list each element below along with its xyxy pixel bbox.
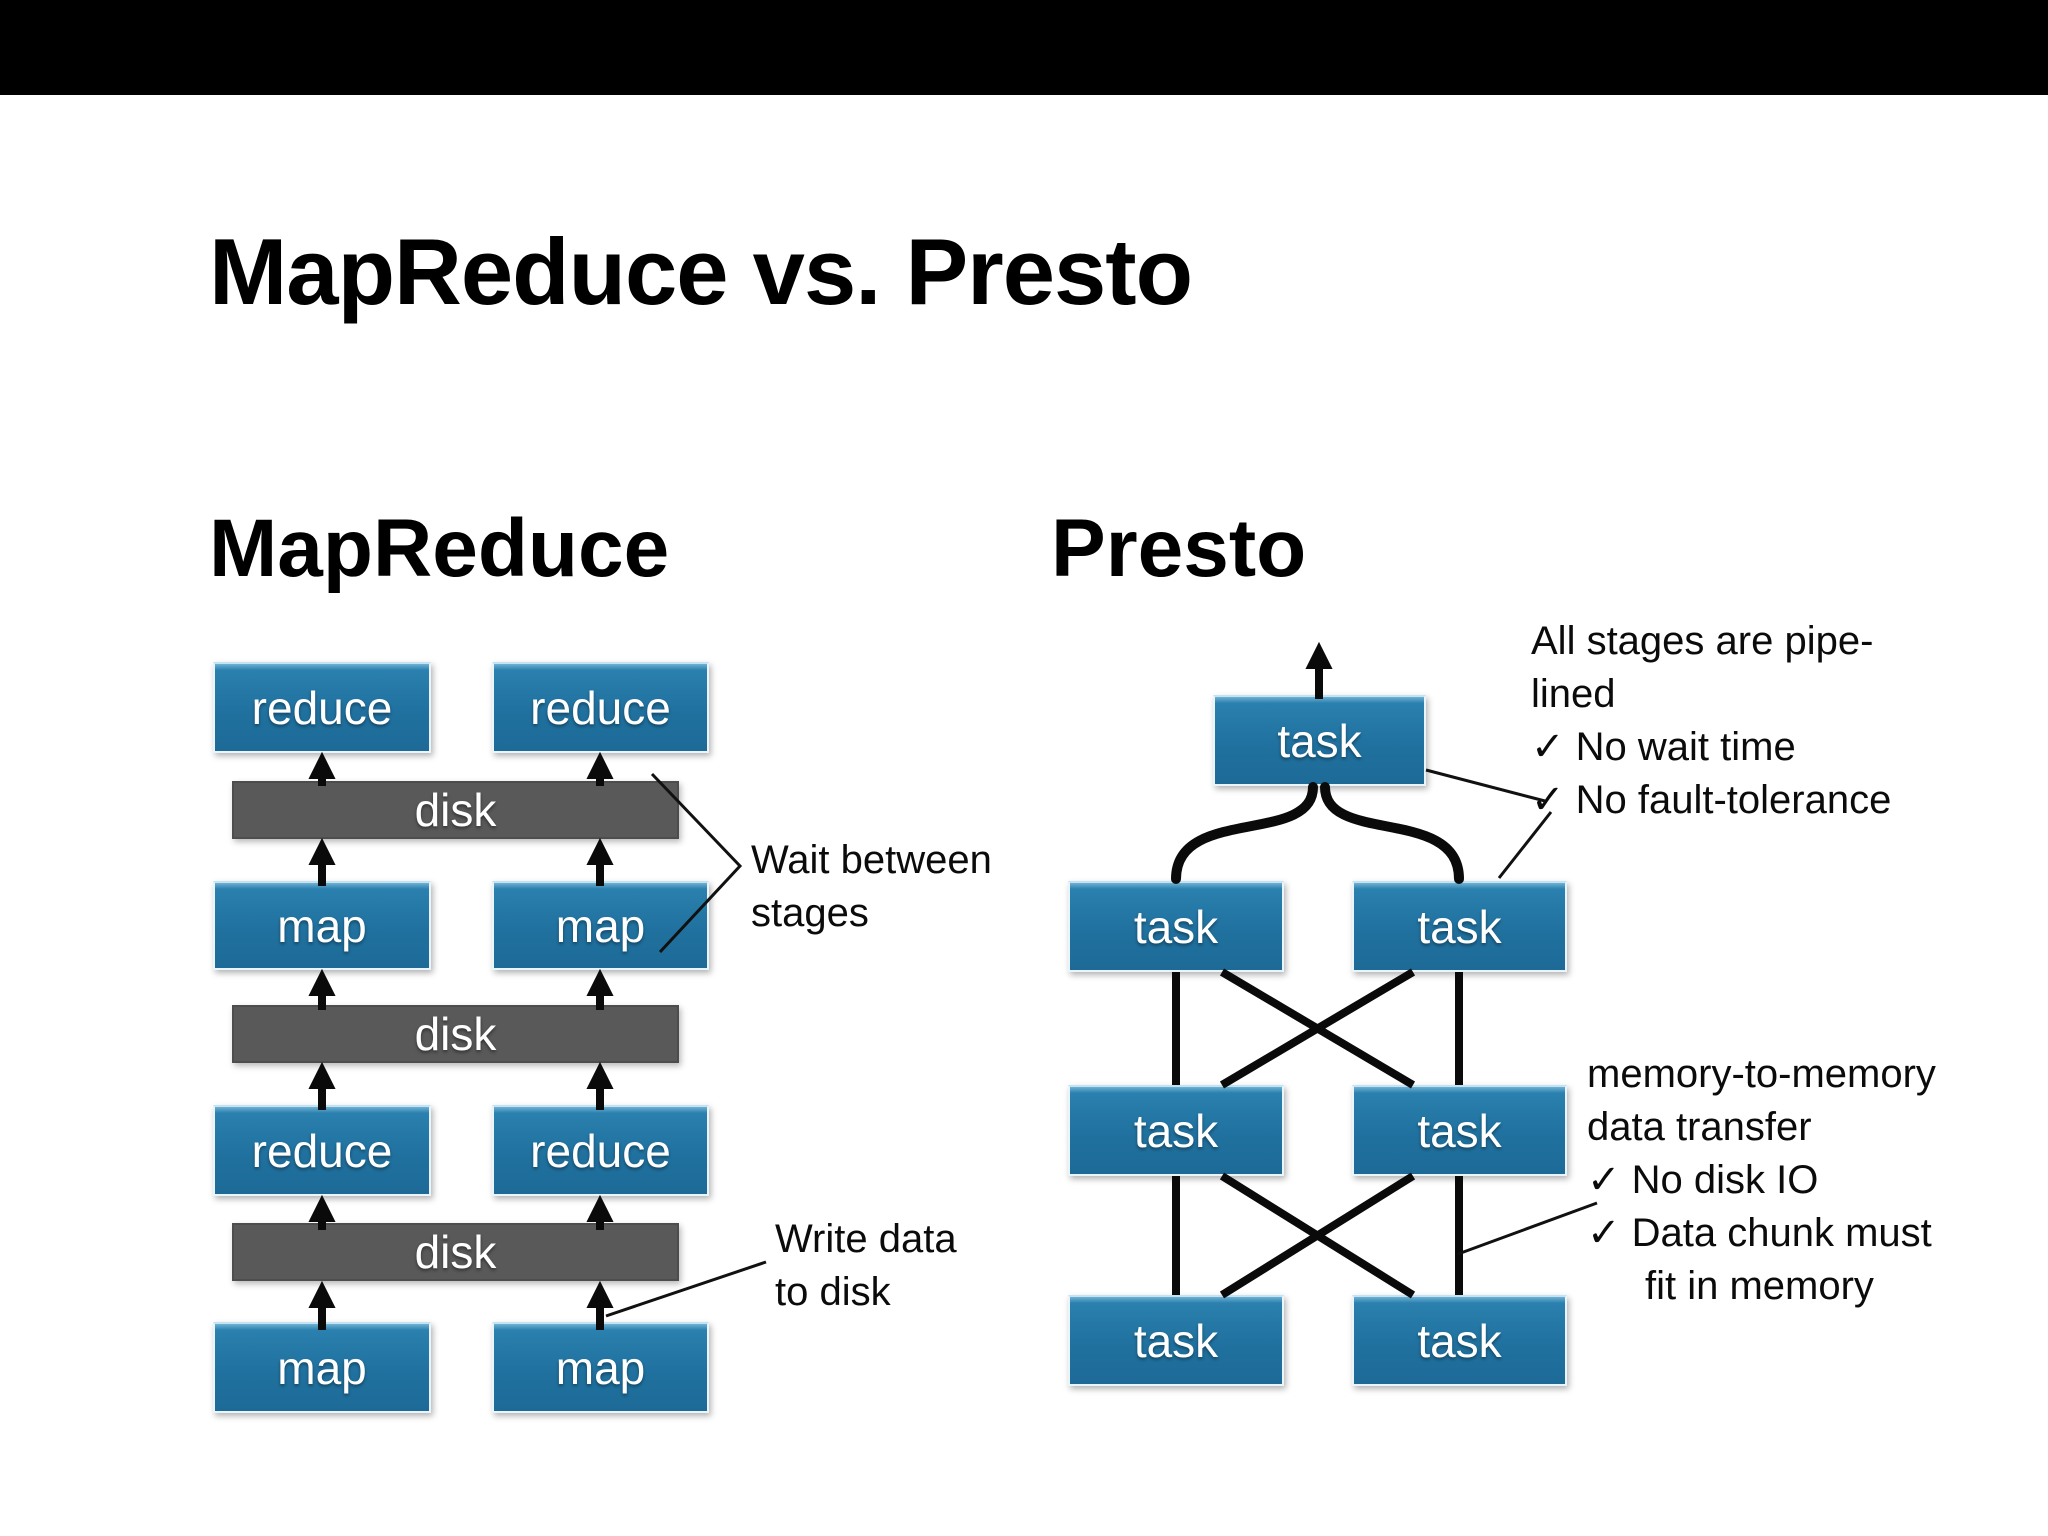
task-box: task (1068, 1085, 1284, 1176)
write-data-to-disk-note: Write data to disk (775, 1217, 957, 1314)
reduce-box: reduce (492, 662, 709, 753)
task-box: task (1352, 1085, 1567, 1176)
map-box: map (492, 1322, 709, 1413)
task-box: task (1352, 881, 1567, 972)
map-box: map (213, 881, 431, 970)
mapreduce-heading: MapReduce (209, 503, 670, 594)
reduce-box: reduce (213, 1105, 431, 1196)
memory-transfer-note: memory-to-memory data transfer ✓ No disk… (1587, 1052, 1936, 1308)
task-box: task (1352, 1295, 1567, 1386)
task-box: task (1068, 881, 1284, 972)
pipelined-note: All stages are pipe- lined ✓ No wait tim… (1531, 619, 1892, 822)
reduce-box: reduce (492, 1105, 709, 1196)
wait-between-stages-note: Wait between stages (751, 838, 992, 935)
disk-bar: disk (232, 1223, 679, 1281)
presto-heading: Presto (1051, 503, 1307, 594)
reduce-box: reduce (213, 662, 431, 753)
disk-bar: disk (232, 781, 679, 839)
task-box: task (1068, 1295, 1284, 1386)
slide-title: MapReduce vs. Presto (209, 219, 1193, 324)
task-box: task (1213, 695, 1426, 786)
disk-bar: disk (232, 1005, 679, 1063)
presentation-top-bar (0, 0, 2048, 95)
map-box: map (213, 1322, 431, 1413)
map-box: map (492, 881, 709, 970)
funnel-curves (1171, 782, 1464, 884)
